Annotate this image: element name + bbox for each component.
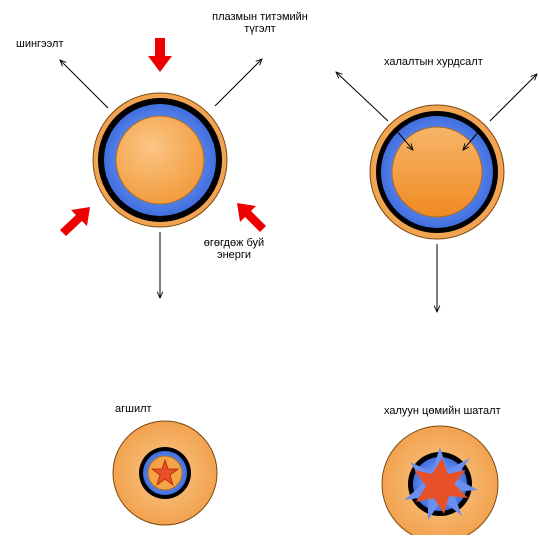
capsule-core [116,116,204,204]
label-compression: агшилт [115,403,152,415]
outflow-arrow-right [490,74,537,121]
label-driver-energy: өгөгдөж буй энерги [194,237,274,261]
laser-arrow-left-icon [60,207,90,236]
label-plasma-line2: түгэлт [196,23,324,35]
label-evaporation: шингээлт [16,38,64,50]
stage-compression [113,421,217,525]
stage-ignition [382,426,498,535]
label-ignition: халуун цөмийн шаталт [384,405,501,417]
outflow-arrow-left [336,72,388,121]
label-energy-line1: өгөгдөж буй [194,237,274,249]
label-implosion: халалтын хурдсалт [384,56,483,68]
label-plasma-line1: плазмын титэмийн [196,11,324,23]
ablation-arrow-upright [215,59,262,106]
ablation-arrow-upleft [60,60,108,108]
stage-implosion [336,72,537,312]
laser-arrow-top-icon [148,38,172,72]
laser-arrow-right-icon [237,203,266,232]
label-plasma-corona: плазмын титэмийн түгэлт [196,11,324,35]
label-energy-line2: энерги [194,249,274,261]
